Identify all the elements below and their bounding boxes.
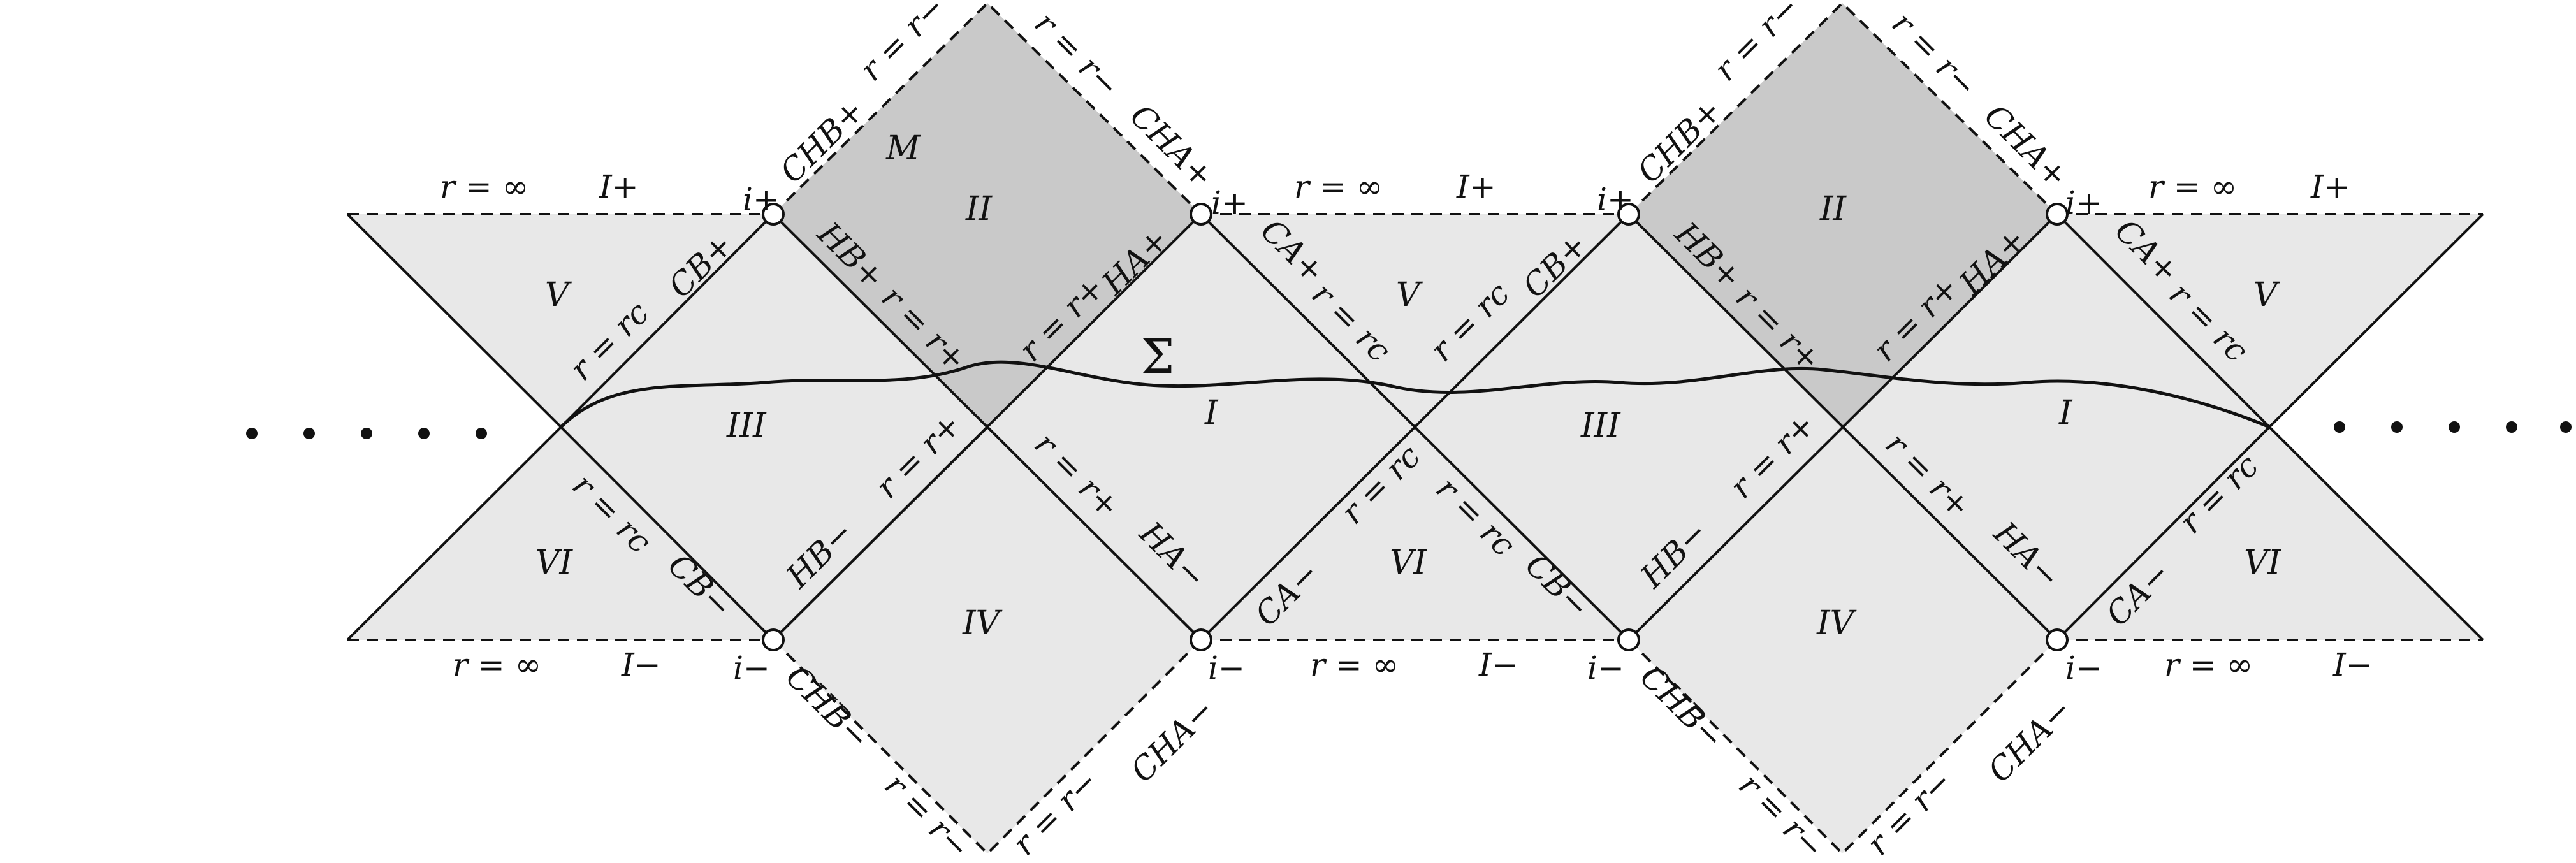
region-label-IV-left: IV (962, 604, 1003, 642)
region-label-V-mid: V (1396, 276, 1423, 314)
scri-minus-2: I− (1478, 646, 1518, 683)
i-minus-label-3: i− (1587, 649, 1624, 686)
i-plus-point-3 (1617, 203, 1640, 226)
region-label-I-right: I (2058, 394, 2073, 432)
r-inf-top-3: r = ∞ (2148, 168, 2237, 205)
ellipsis-right (2334, 421, 2572, 433)
region-label-V-right: V (2253, 276, 2280, 314)
region-white-left (0, 214, 561, 640)
region-labels: M II II V V V III III I I VI VI VI IV IV… (535, 129, 2282, 642)
dashed-boundaries (347, 1, 2483, 855)
i-minus-point-3 (1617, 628, 1640, 651)
region-shade-sigma-left (934, 365, 1040, 427)
r-inf-bottom-1: r = ∞ (453, 646, 541, 683)
i-minus-label-2: i− (1208, 649, 1245, 686)
r-inf-top-1: r = ∞ (440, 168, 528, 205)
i-plus-point-4 (2046, 203, 2069, 226)
i-plus-label-2: i+ (1211, 184, 1248, 221)
region-label-III-right: III (1580, 407, 1621, 445)
region-label-II-right: II (1819, 190, 1847, 228)
region-label-M: M (885, 129, 921, 168)
region-shade-sigma-right (1789, 365, 1896, 427)
region-label-VI-right: VI (2244, 544, 2282, 582)
i-minus-label-1: i− (733, 649, 770, 686)
scri-minus-3: I− (2332, 646, 2373, 683)
region-label-I-left: I (1204, 394, 1219, 432)
region-label-II-left: II (965, 190, 993, 228)
redraw-CH-bottom-left (772, 639, 1202, 855)
scri-plus-3: I+ (2310, 168, 2350, 205)
r-inf-top-2: r = ∞ (1294, 168, 1383, 205)
i-plus-label-4: i+ (2065, 184, 2102, 221)
infinity-labels: r = ∞ I+ r = ∞ I+ r = ∞ I+ r = ∞ I− r = … (440, 168, 2373, 686)
redraw-IV-left (772, 425, 1202, 641)
region-label-V-left: V (545, 276, 572, 314)
i-plus-point-1 (762, 203, 785, 226)
scri-plus-1: I+ (599, 168, 639, 205)
CHA-minus-2: CHA− (1981, 691, 2079, 789)
i-minus-point-2 (1190, 628, 1212, 651)
i-plus-label-3: i+ (1597, 181, 1634, 218)
region-label-III-left: III (726, 407, 767, 445)
scri-minus-1: I− (621, 646, 661, 683)
sigma-label: Σ (1141, 330, 1174, 384)
ellipsis-left (246, 428, 487, 439)
r-inf-bottom-2: r = ∞ (1310, 646, 1399, 683)
region-label-IV-right: IV (1816, 604, 1857, 642)
i-minus-point-1 (762, 628, 785, 651)
i-minus-label-4: i− (2065, 649, 2102, 686)
i-minus-point-4 (2046, 628, 2069, 651)
mask-bottom-mid (1198, 641, 1632, 863)
sigma-surface (560, 360, 2270, 429)
r-inf-bottom-3: r = ∞ (2164, 646, 2253, 683)
region-label-VI-left: VI (535, 544, 574, 582)
i-plus-point-2 (1190, 203, 1212, 226)
i-plus-label-1: i+ (743, 181, 780, 218)
region-label-VI-mid: VI (1390, 544, 1428, 582)
region-white-right (2269, 214, 2576, 640)
region-shade-II-right (1629, 3, 2057, 427)
scri-plus-2: I+ (1456, 168, 1496, 205)
infinity-points (762, 203, 2069, 651)
